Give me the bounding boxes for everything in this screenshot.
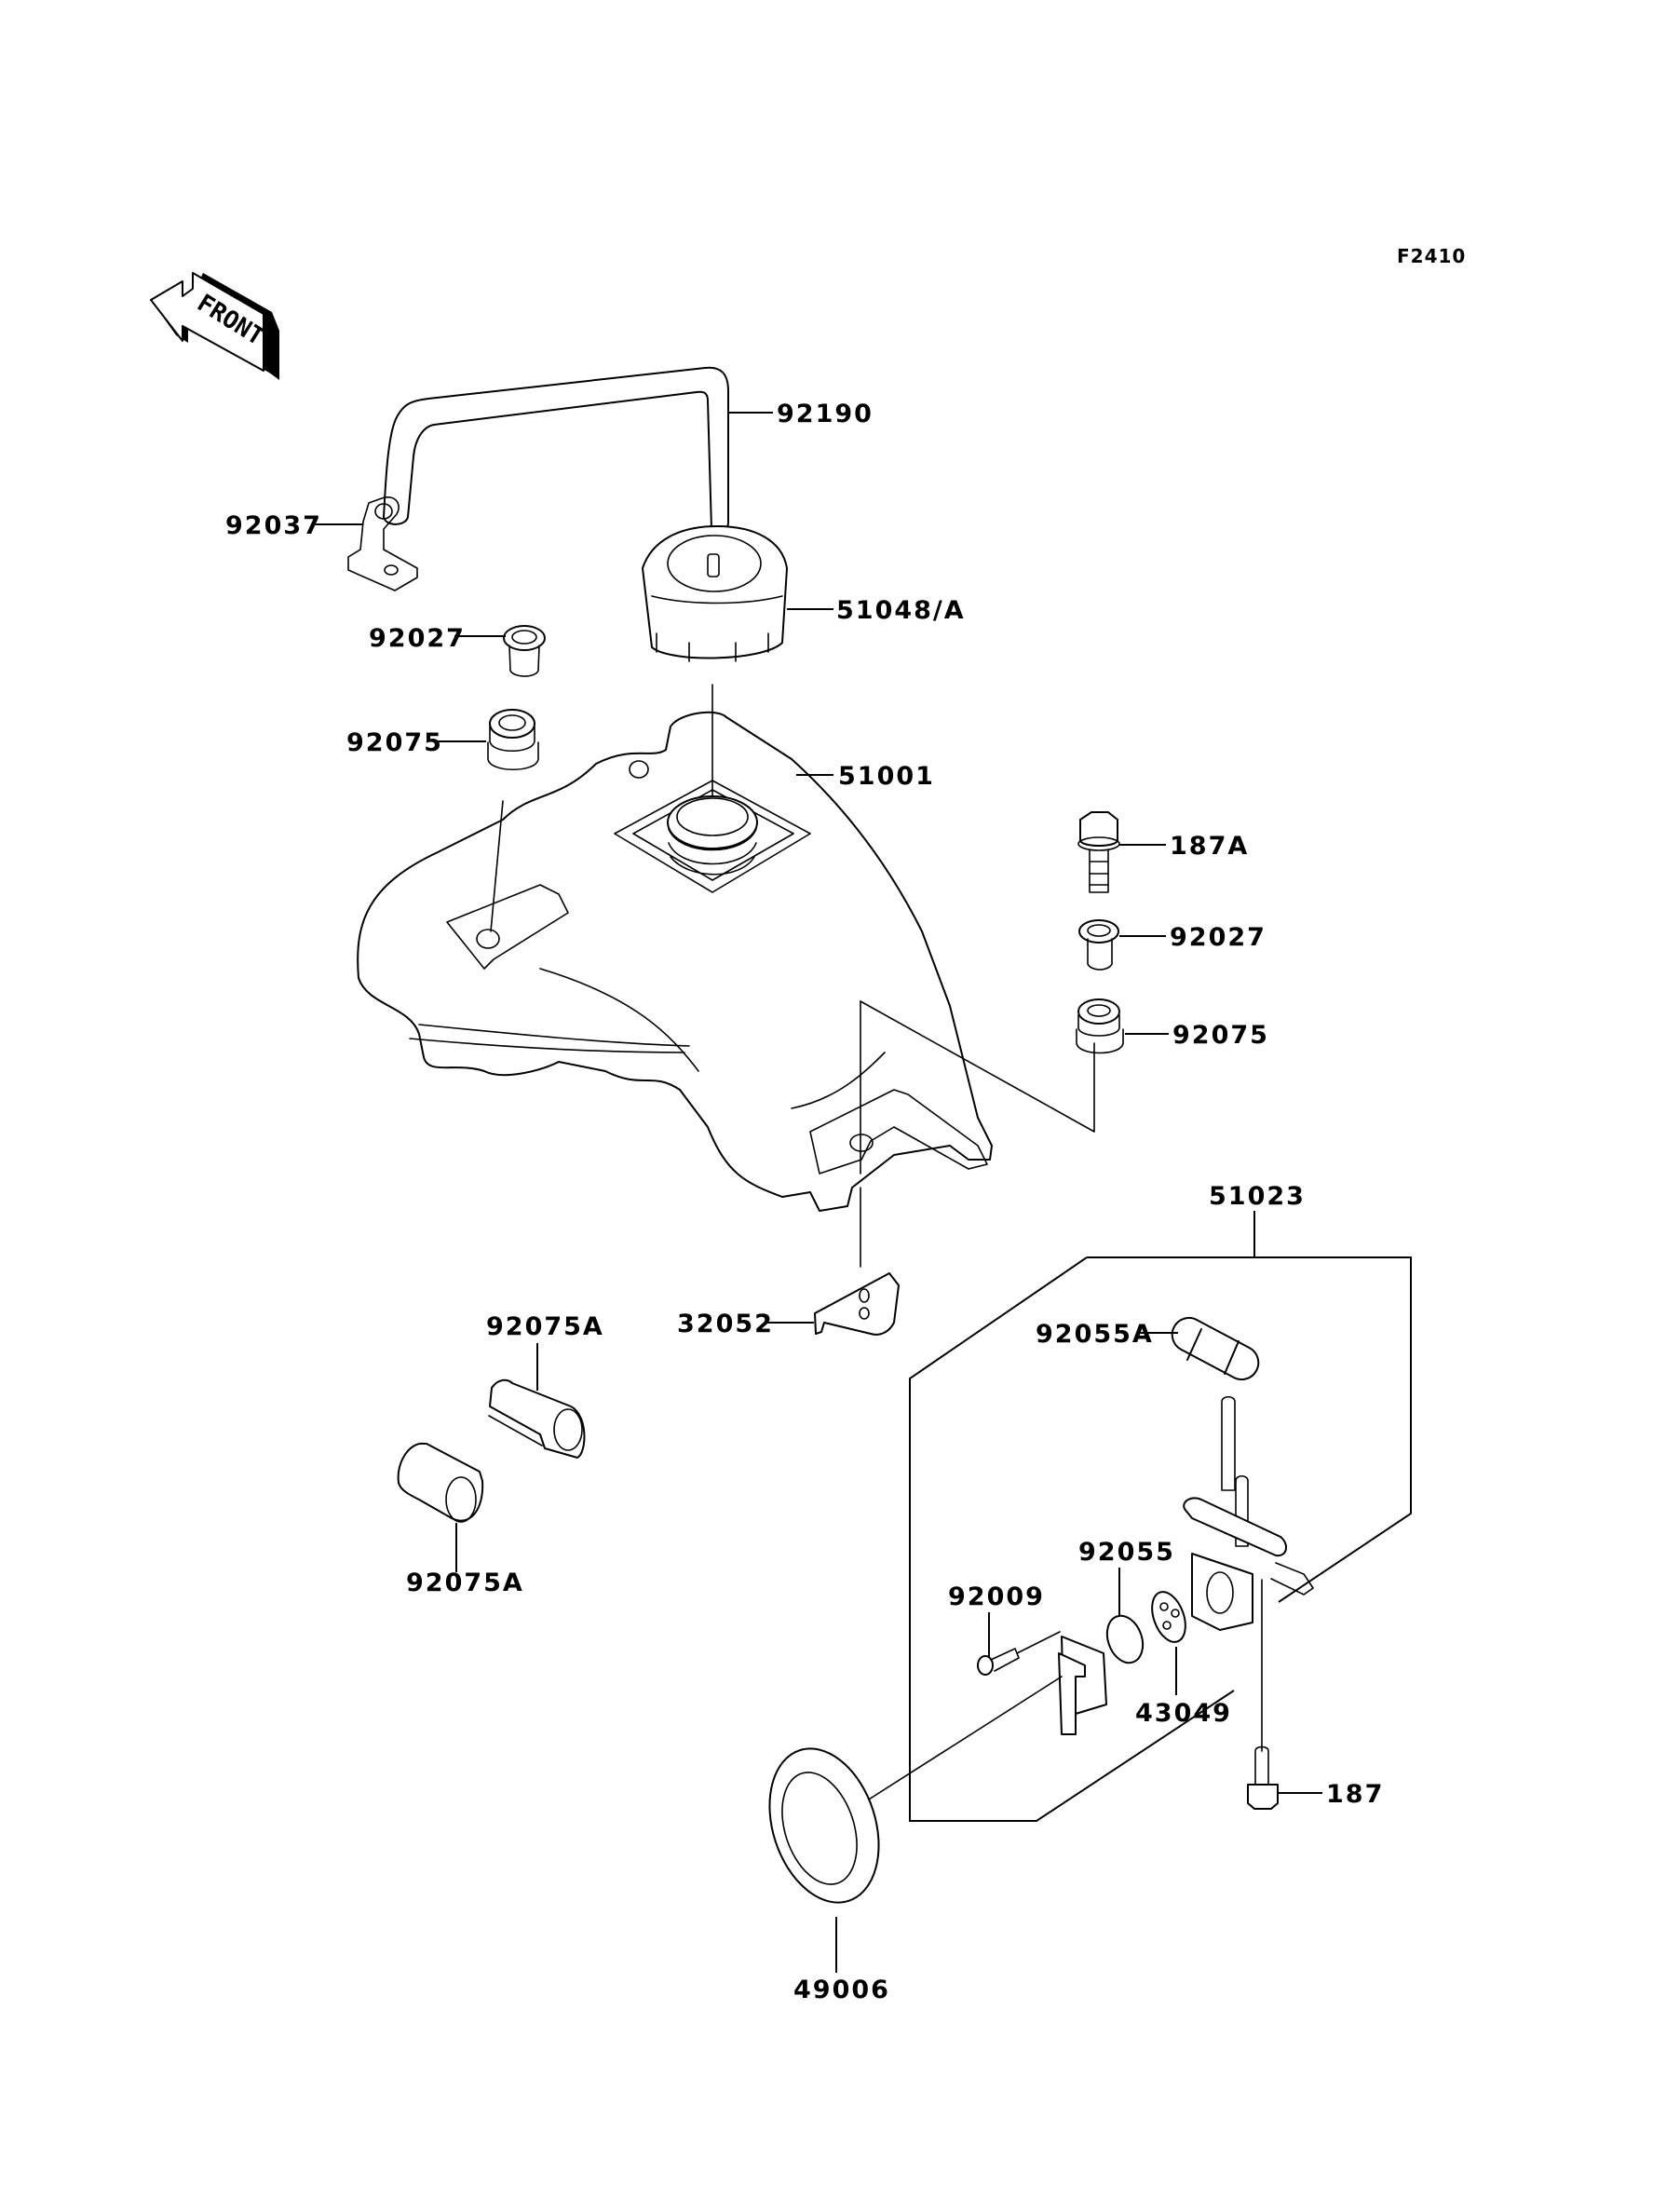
- part-92009[interactable]: 92009: [948, 1582, 1061, 1676]
- part-92075-right[interactable]: 92075: [1076, 998, 1269, 1054]
- part-92075A-bottom[interactable]: 92075A: [397, 1442, 524, 1597]
- label-92075-left: 92075: [346, 728, 443, 757]
- part-32052[interactable]: 32052: [677, 1272, 900, 1338]
- label-43049: 43049: [1135, 1699, 1232, 1728]
- part-92075A-top[interactable]: 92075A: [486, 1312, 604, 1459]
- label-92055: 92055: [1078, 1538, 1175, 1567]
- part-92055[interactable]: 92055: [1078, 1538, 1175, 1668]
- part-43049[interactable]: 43049: [1135, 1587, 1232, 1728]
- label-92027-left: 92027: [369, 624, 466, 653]
- label-92009: 92009: [948, 1582, 1045, 1611]
- part-51001[interactable]: 51001: [357, 711, 993, 1212]
- label-92027-right: 92027: [1170, 923, 1267, 952]
- part-49006[interactable]: 49006: [751, 1734, 897, 2004]
- label-51023: 51023: [1209, 1182, 1306, 1211]
- part-92190[interactable]: 92190: [383, 366, 874, 533]
- part-187[interactable]: 187: [1247, 1579, 1384, 1810]
- label-51048a: 51048/A: [836, 596, 966, 625]
- label-49006: 49006: [793, 1976, 890, 2004]
- part-92027-right[interactable]: 92027: [1078, 919, 1267, 971]
- front-arrow-icon: FRONT: [150, 272, 279, 380]
- part-51023[interactable]: 51023: [909, 1182, 1412, 1822]
- part-51048A[interactable]: 51048/A: [642, 525, 966, 662]
- fuel-cock-body: [1183, 1395, 1314, 1631]
- fuel-cock-lever: [1058, 1636, 1107, 1735]
- label-92037: 92037: [225, 511, 322, 540]
- label-92075-right: 92075: [1172, 1021, 1269, 1050]
- label-187: 187: [1326, 1780, 1384, 1809]
- part-187A[interactable]: 187A: [1077, 811, 1249, 893]
- label-92190: 92190: [777, 400, 874, 428]
- part-92075-left[interactable]: 92075: [346, 709, 539, 932]
- label-92075a-top: 92075A: [486, 1312, 604, 1341]
- label-187a: 187A: [1170, 832, 1249, 861]
- label-92055a: 92055A: [1036, 1320, 1154, 1349]
- label-51001: 51001: [838, 762, 935, 791]
- part-92055A[interactable]: 92055A: [1036, 1312, 1265, 1386]
- figure-code: F2410: [1397, 245, 1466, 267]
- label-32052: 32052: [677, 1310, 774, 1338]
- label-92075a-bottom: 92075A: [406, 1569, 524, 1597]
- part-92027-left[interactable]: 92027: [369, 624, 546, 677]
- part-92037[interactable]: 92037: [225, 496, 418, 591]
